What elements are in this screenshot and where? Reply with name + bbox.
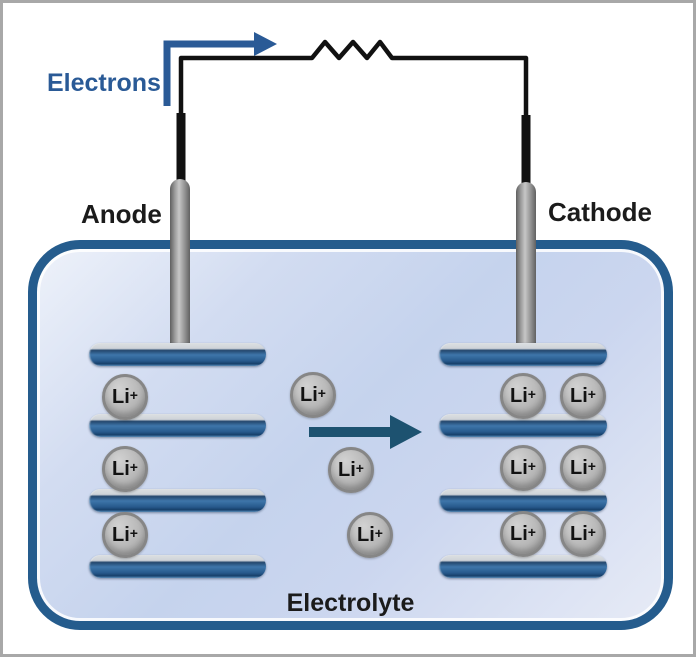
- ion-symbol: Li: [112, 457, 130, 480]
- anode-layer: [89, 414, 266, 437]
- anode-layer: [89, 343, 266, 366]
- ion-symbol: Li: [510, 456, 528, 479]
- electron-flow-arrowhead-icon: [254, 32, 277, 56]
- ion-symbol: Li: [510, 384, 528, 407]
- li-ion: Li+: [500, 511, 546, 557]
- li-ion-migrating: Li+: [347, 512, 393, 558]
- cathode-layer: [439, 343, 607, 366]
- li-ion-migrating: Li+: [290, 372, 336, 418]
- electrons-label: Electrons: [47, 69, 161, 97]
- circuit-wire-with-resistor-icon: [178, 39, 529, 184]
- anode-electrode-rod: [170, 179, 190, 357]
- electrolyte-label: Electrolyte: [286, 589, 415, 617]
- ion-symbol: Li: [357, 523, 375, 546]
- cathode-electrode-rod: [516, 182, 536, 357]
- li-ion: Li+: [102, 374, 148, 420]
- ion-symbol: Li: [112, 385, 130, 408]
- cathode-layer: [439, 414, 607, 437]
- li-ion: Li+: [560, 445, 606, 491]
- cathode-layer: [439, 489, 607, 512]
- li-ion: Li+: [102, 512, 148, 558]
- anode-layer: [89, 489, 266, 512]
- ion-symbol: Li: [338, 458, 356, 481]
- li-ion: Li+: [102, 446, 148, 492]
- ion-symbol: Li: [510, 522, 528, 545]
- ion-symbol: Li: [300, 383, 318, 406]
- li-ion-migrating: Li+: [328, 447, 374, 493]
- li-ion: Li+: [500, 445, 546, 491]
- ion-symbol: Li: [112, 523, 130, 546]
- li-ion: Li+: [560, 373, 606, 419]
- cathode-layer: [439, 555, 607, 578]
- anode-label: Anode: [81, 199, 162, 229]
- ion-symbol: Li: [570, 456, 588, 479]
- li-ion: Li+: [560, 511, 606, 557]
- ion-symbol: Li: [570, 384, 588, 407]
- li-ion: Li+: [500, 373, 546, 419]
- ion-symbol: Li: [570, 522, 588, 545]
- anode-layer: [89, 555, 266, 578]
- cathode-label: Cathode: [548, 197, 652, 227]
- electron-flow-arrow-icon: [163, 40, 254, 106]
